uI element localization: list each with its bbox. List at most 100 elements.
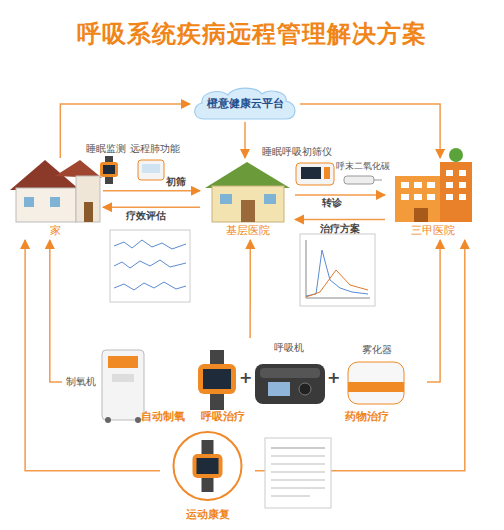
hospital-illustration-part: [459, 182, 466, 188]
oxygen-concentrator-part: [105, 417, 111, 423]
house-illustration: [10, 160, 102, 222]
nebulizer-device-part: [348, 362, 404, 404]
report-sheet-part: [300, 234, 375, 306]
spirometer-icon: [138, 160, 164, 180]
hospital-illustration-part: [459, 170, 466, 176]
node-label: 橙意健康云平台: [190, 97, 300, 110]
node-label: 呼吸机: [254, 342, 324, 354]
ventilator-device-part: [299, 383, 311, 395]
flow-arrow: [295, 219, 385, 221]
edge-label: 初筛: [166, 176, 186, 188]
house-illustration-part: [16, 188, 76, 222]
node-label: 运动康复: [160, 508, 255, 521]
ventilator-device-part: [268, 382, 290, 396]
hospital-illustration-part: [427, 194, 435, 200]
hospital-illustration-part: [427, 182, 435, 188]
edge-label: 治疗方案: [320, 223, 360, 235]
node-label: 呼吸治疗: [192, 410, 254, 423]
device-label: 呼末二氧化碳: [336, 161, 390, 172]
nebulizer-node: 雾化器药物治疗: [332, 338, 427, 426]
report-sheet-part: [110, 230, 190, 302]
watch-screen: [197, 458, 219, 474]
node-label: 药物治疗: [335, 410, 399, 423]
spirometer-icon-part: [142, 164, 160, 173]
flow-arrow: [25, 240, 160, 471]
hospital-node: 三甲医院: [385, 158, 480, 240]
home-node: 家: [8, 158, 103, 240]
hospital-illustration-part: [414, 194, 422, 200]
report-sheet-part: [271, 472, 325, 473]
hospital-illustration-part: [446, 182, 453, 188]
ventilator-device-part: [255, 364, 325, 404]
oxygen-concentrator-part: [112, 374, 134, 382]
clinic-illustration-part: [220, 194, 232, 204]
capnography-icon-part: [374, 180, 382, 181]
plus-sign: +: [239, 368, 252, 387]
node-label: 三甲医院: [385, 224, 480, 237]
clinic-illustration: [205, 162, 290, 222]
wrist-watch: [198, 350, 236, 410]
flow-arrow: [295, 194, 385, 196]
node-label: 自动制氧: [134, 410, 192, 423]
ventilator-node: 呼吸机呼吸治疗: [192, 338, 327, 426]
oxygen-concentrator-part: [135, 417, 141, 423]
capnography-icon: [344, 176, 382, 184]
nebulizer-device: [348, 362, 404, 404]
cloud-platform: 橙意健康云平台: [190, 86, 300, 122]
clinic-node: 基层医院: [200, 158, 295, 240]
house-illustration-part: [38, 170, 45, 182]
screening-device-icon-part: [296, 163, 334, 185]
hospital-illustration-part: [401, 194, 409, 200]
hospital-illustration-part: [440, 162, 472, 222]
report-sheet-part: [271, 496, 310, 497]
watch-face: [193, 454, 223, 478]
flow-arrow: [50, 240, 62, 382]
house-illustration-part: [55, 160, 102, 178]
ventilator-device: [255, 364, 325, 404]
hospital-illustration-part: [459, 194, 466, 200]
ventilator-device-part: [260, 368, 320, 378]
node-label: 雾化器: [346, 344, 408, 356]
ring-shape: [174, 432, 242, 500]
report-sheet-part: [271, 488, 325, 489]
report-sheet-part: [271, 464, 325, 465]
node-label: 制氧机: [62, 376, 100, 388]
hospital-illustration-part: [414, 182, 422, 188]
flow-arrow: [103, 206, 200, 208]
flow-arrow: [255, 240, 465, 471]
house-illustration-part: [50, 197, 60, 207]
clinic-illustration-part: [205, 162, 290, 188]
report-sheet-part: [271, 448, 325, 449]
hospital-illustration-part: [395, 176, 445, 222]
hospital-illustration-part: [446, 170, 453, 176]
diagram-title: 呼吸系统疾病远程管理解决方案: [0, 18, 504, 50]
hospital-illustration: [395, 148, 472, 222]
sleep-watch-icon: [100, 156, 118, 184]
flow-arrow: [244, 122, 246, 158]
clinic-illustration-part: [241, 200, 255, 222]
flow-arrow: [249, 240, 251, 338]
hospital-illustration-part: [446, 194, 453, 200]
device-label: 远程肺功能: [130, 143, 180, 155]
house-illustration-part: [24, 197, 34, 207]
screening-device-icon: [296, 163, 334, 185]
report-sheet-part: [114, 260, 186, 268]
oxygen-concentrator: [102, 350, 144, 423]
hospital-illustration-part: [414, 208, 428, 222]
flow-arrow: [427, 240, 440, 382]
report-sheet-part: [306, 250, 368, 296]
report-sheet: [265, 438, 331, 508]
report-sheet-part: [271, 456, 325, 457]
oxygen-node: 制氧机自动制氧: [62, 338, 192, 426]
sleep-watch-icon-part: [103, 165, 115, 174]
spirometer-icon-part: [138, 160, 164, 180]
sleep-watch-icon-part: [100, 162, 118, 177]
report-sheet: [110, 230, 190, 302]
report-sheet-part: [271, 480, 325, 481]
report-sheet-part: [306, 270, 368, 297]
wrist-watch-part: [198, 364, 236, 394]
clinic-illustration-part: [264, 194, 276, 204]
